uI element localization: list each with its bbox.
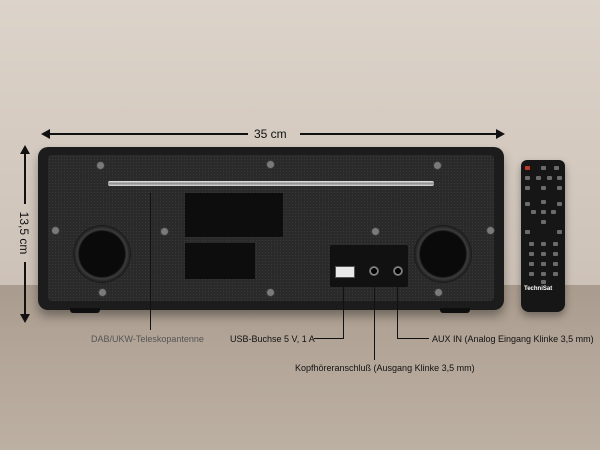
radio-foot-right [440, 308, 470, 313]
remote-button[interactable] [525, 186, 530, 190]
remote-button[interactable] [525, 230, 530, 234]
remote-button[interactable] [557, 186, 562, 190]
remote-digit-button[interactable] [553, 262, 558, 266]
antenna-label: DAB/UKW-Teleskopantenne [91, 334, 204, 344]
background-shelf [0, 285, 600, 450]
remote-button[interactable] [541, 166, 546, 170]
aux-label: AUX IN (Analog Eingang Klinke 3,5 mm) [432, 334, 594, 344]
remote-ok-button[interactable] [541, 210, 546, 214]
screw [160, 227, 169, 236]
screw [434, 288, 443, 297]
screw [266, 288, 275, 297]
remote-button[interactable] [547, 176, 552, 180]
aux-callout-vertical [397, 278, 398, 338]
usb-label: USB-Buchse 5 V, 1 A [230, 334, 315, 344]
screw [266, 160, 275, 169]
remote-digit-button[interactable] [541, 262, 546, 266]
remote-button[interactable] [557, 176, 562, 180]
remote-button[interactable] [541, 186, 546, 190]
remote-button[interactable] [525, 176, 530, 180]
screw [98, 288, 107, 297]
control-panel [185, 243, 255, 279]
screw [486, 226, 495, 235]
remote-left-button[interactable] [531, 210, 536, 214]
radio-foot-left [70, 308, 100, 313]
headphone-jack[interactable] [369, 266, 379, 276]
aux-callout-horizontal [397, 338, 429, 339]
remote-digit-button[interactable] [541, 280, 546, 284]
aux-in-jack[interactable] [393, 266, 403, 276]
remote-button[interactable] [557, 230, 562, 234]
remote-brand-logo: TechniSat [524, 286, 553, 292]
usb-callout-vertical [343, 278, 344, 338]
remote-button[interactable] [557, 202, 562, 206]
screw [51, 226, 60, 235]
screw [433, 161, 442, 170]
bass-port-right [414, 225, 472, 283]
remote-digit-button[interactable] [541, 252, 546, 256]
power-button[interactable] [525, 166, 530, 170]
telescopic-antenna[interactable] [108, 181, 434, 186]
remote-control [521, 160, 565, 312]
usb-callout-horizontal [314, 338, 344, 339]
remote-digit-button[interactable] [529, 252, 534, 256]
remote-right-button[interactable] [551, 210, 556, 214]
headphone-label: Kopfhöreranschluß (Ausgang Klinke 3,5 mm… [295, 363, 475, 373]
width-label: 35 cm [254, 127, 287, 141]
display-panel [185, 193, 283, 237]
remote-down-button[interactable] [541, 220, 546, 224]
screw [96, 161, 105, 170]
remote-button[interactable] [553, 242, 558, 246]
screw [371, 227, 380, 236]
remote-button[interactable] [536, 176, 541, 180]
antenna-callout-line [150, 193, 151, 330]
remote-button[interactable] [529, 242, 534, 246]
remote-digit-button[interactable] [529, 262, 534, 266]
remote-digit-button[interactable] [529, 272, 534, 276]
remote-up-button[interactable] [541, 200, 546, 204]
bass-port-left [73, 225, 131, 283]
remote-button[interactable] [554, 166, 559, 170]
remote-button[interactable] [525, 202, 530, 206]
remote-digit-button[interactable] [553, 252, 558, 256]
remote-button[interactable] [541, 242, 546, 246]
remote-digit-button[interactable] [541, 272, 546, 276]
headphone-callout-line [374, 278, 375, 360]
height-label: 13,5 cm [17, 211, 31, 255]
usb-port[interactable] [335, 266, 355, 278]
remote-digit-button[interactable] [553, 272, 558, 276]
